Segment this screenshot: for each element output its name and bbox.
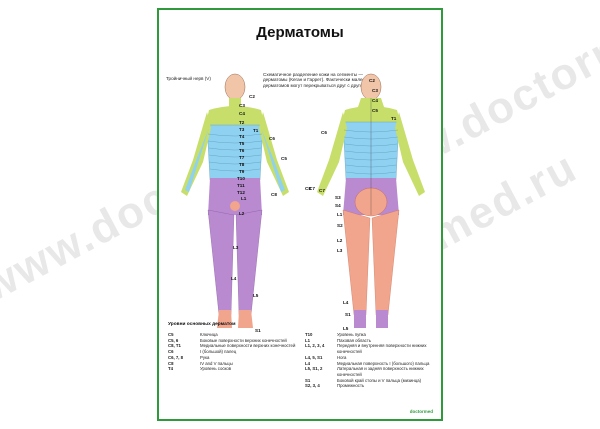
dermatome-poster: Дерматомы Тройничный нерв (V) Схематично… — [157, 8, 443, 421]
front-figure — [181, 73, 289, 328]
brand-logo: doctormed — [409, 409, 433, 414]
description-text: Схематичное разделение кожи на сегменты … — [263, 72, 375, 88]
back-figure — [317, 73, 425, 328]
legend-title: Уровни основных дерматом — [168, 322, 236, 327]
poster-title: Дерматомы — [256, 24, 344, 41]
trigeminal-nerve-label: Тройничный нерв (V) — [166, 76, 211, 81]
body-figures — [181, 73, 425, 328]
